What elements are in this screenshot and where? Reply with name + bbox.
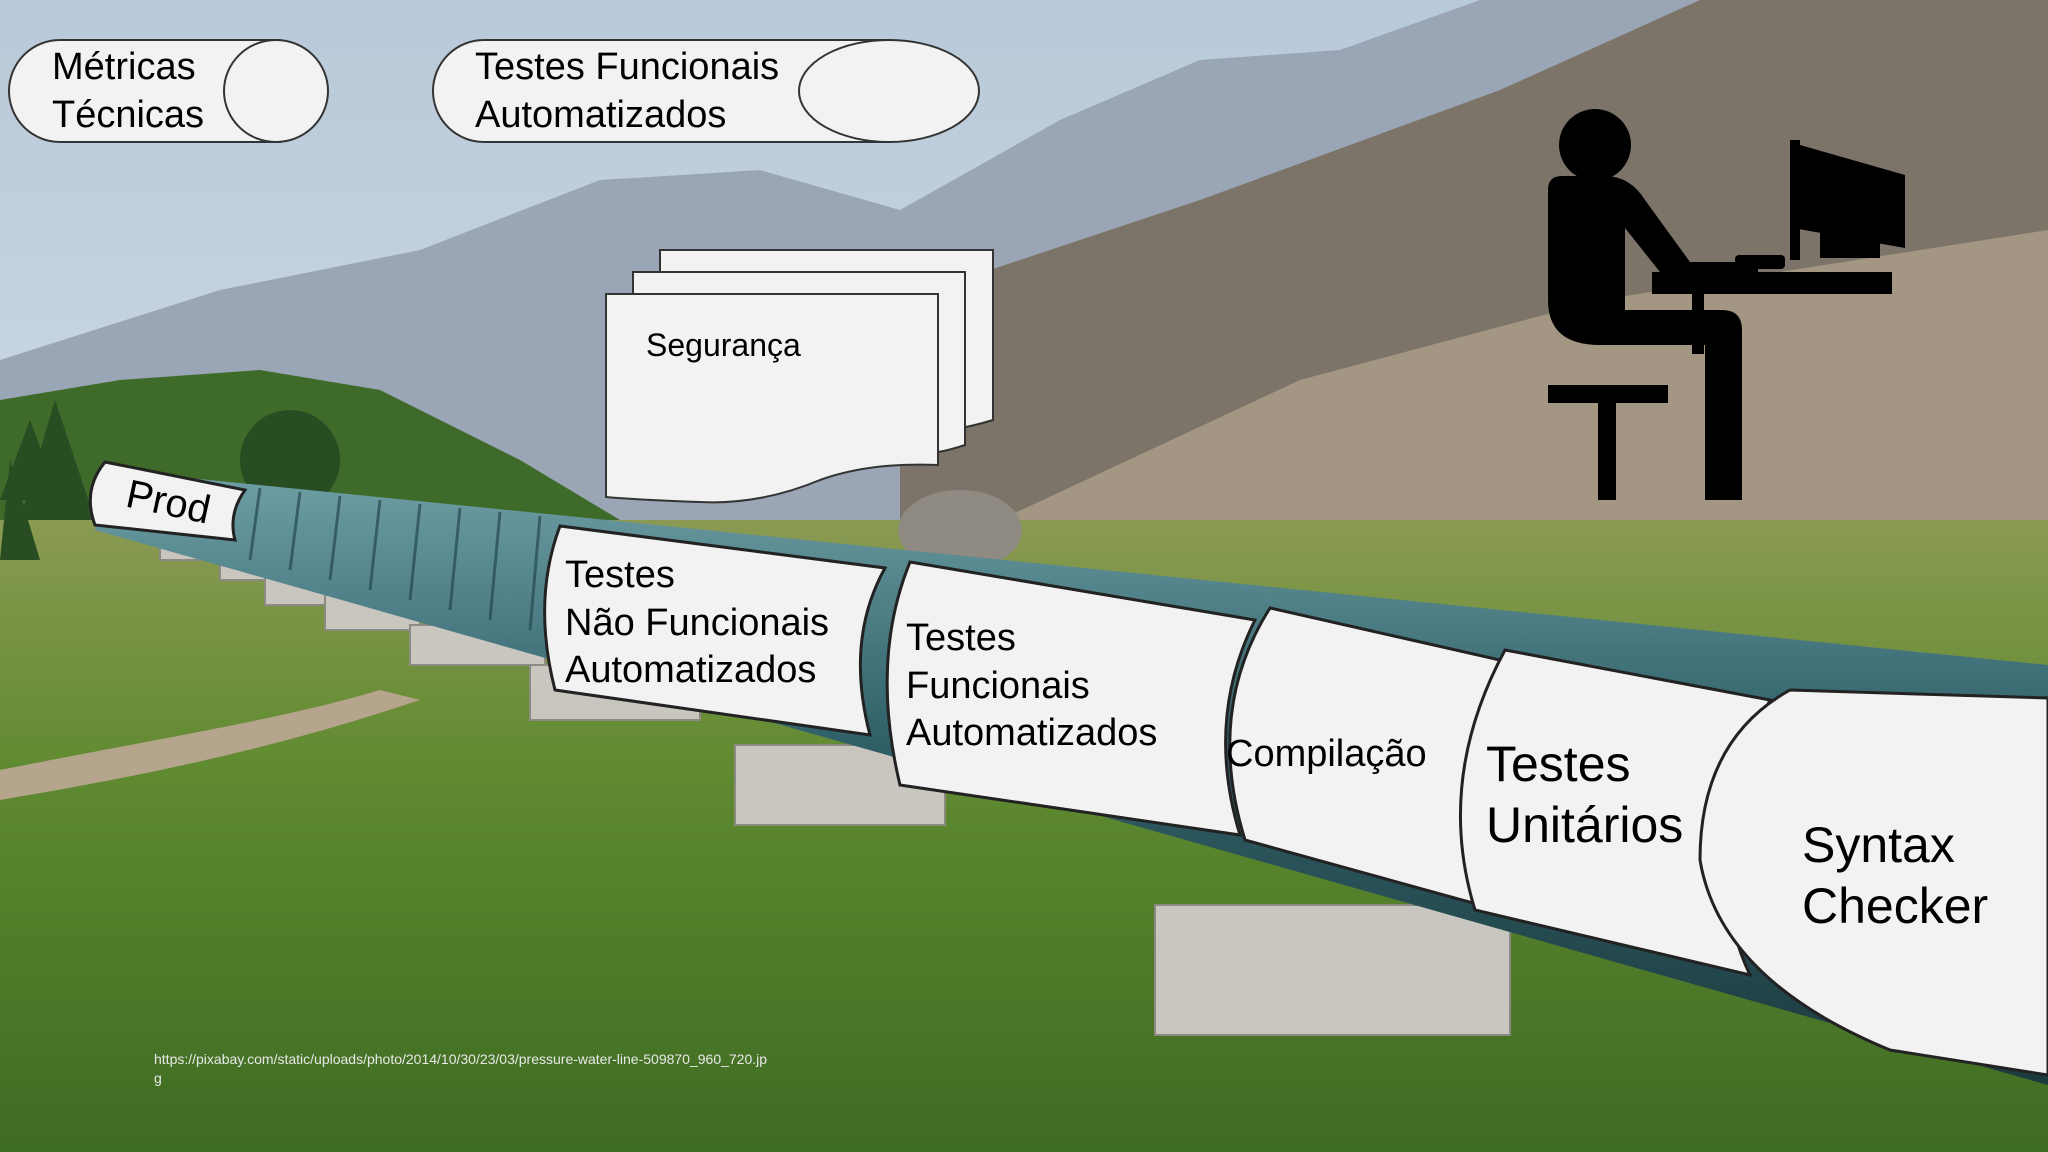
seguranca-label: Segurança [646, 327, 801, 363]
metricas-pill [8, 39, 329, 143]
rocky-hillside [1000, 230, 2048, 560]
stage-band-prod [88, 460, 248, 542]
testes-funcionais-pill [432, 39, 980, 143]
stage-label-syntax-checker: Syntax Checker [1802, 817, 1989, 934]
stage-label-testes-nao-funcionais: Testes Não Funcionais Automatizados [565, 554, 830, 691]
stage-band-testes-funcionais [885, 560, 1258, 837]
trees [0, 400, 340, 560]
metricas-tecnicas-label: Métricas Técnicas [52, 46, 205, 136]
dirt-path [0, 690, 420, 800]
stage-band-testes-nao-funcionais [543, 524, 888, 737]
testes-funcionais-top-label: Testes Funcionais Automatizados [475, 46, 780, 136]
image-credit: https://pixabay.com/static/uploads/photo… [154, 1051, 768, 1086]
person-at-computer-icon [1548, 109, 1905, 500]
security-document-stack [605, 249, 994, 504]
pipeline [88, 460, 2048, 1085]
stage-band-syntax-checker [1698, 688, 2048, 1077]
boulder [898, 490, 1022, 570]
stage-label-testes-funcionais: Testes Funcionais Automatizados [906, 617, 1158, 754]
stage-label-compilacao: Compilação [1226, 733, 1427, 775]
pipe-ribs [248, 487, 542, 631]
stage-label-testes-unitarios: Testes Unitários [1486, 736, 1684, 853]
